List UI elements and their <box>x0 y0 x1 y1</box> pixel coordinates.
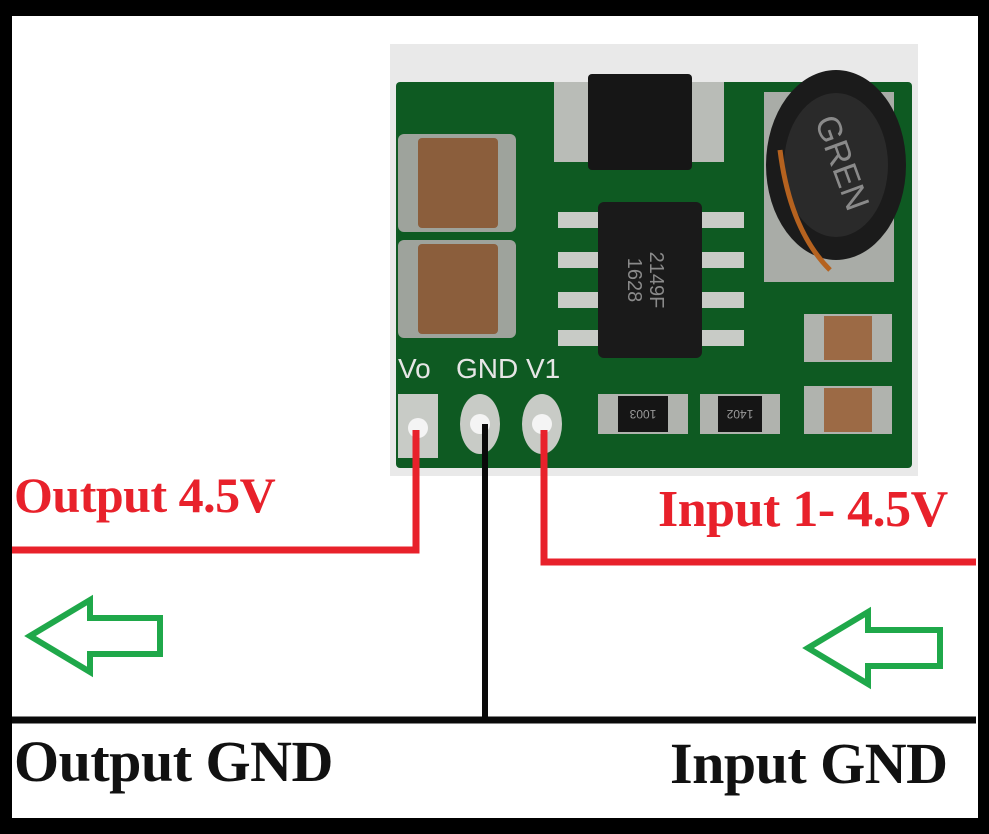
pin-label-gnd: GND <box>456 353 518 384</box>
svg-text:1402: 1402 <box>726 407 753 421</box>
input-voltage-label: Input 1- 4.5V <box>658 481 948 538</box>
output-power-wire <box>12 430 420 554</box>
ic-pins <box>558 212 744 346</box>
output-gnd-label: Output GND <box>14 729 333 794</box>
capacitor-top-left <box>398 134 516 232</box>
output-flow-arrow <box>24 594 163 678</box>
inductor: GREN <box>764 70 906 282</box>
pin-label-vi: V1 <box>526 353 560 384</box>
ic-marking-1: 2149F <box>645 252 667 309</box>
resistor-2: 1402 <box>700 394 780 434</box>
capacitor-bottom-left <box>398 240 516 338</box>
capacitor-small-right-1 <box>804 314 892 362</box>
pin-label-vo: Vo <box>398 353 431 384</box>
input-power-wire <box>540 430 976 566</box>
input-flow-arrow <box>802 606 943 690</box>
svg-text:1003: 1003 <box>629 407 656 421</box>
diode <box>554 74 724 170</box>
ic-marking-2: 1628 <box>623 258 645 303</box>
capacitor-small-right-2 <box>804 386 892 434</box>
input-gnd-label: Input GND <box>670 731 948 796</box>
output-voltage-label: Output 4.5V <box>14 467 276 523</box>
ic-chip: 2149F 1628 <box>598 202 702 358</box>
resistor-1: 1003 <box>598 394 688 434</box>
